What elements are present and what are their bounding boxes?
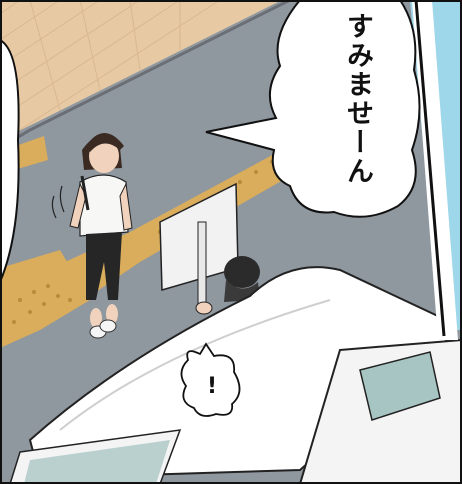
pedestrian-woman [69,133,133,339]
panel-border-line [414,0,446,337]
car [9,266,462,484]
exclamation-bubble [180,342,241,417]
exclamation-text: ! [206,374,218,399]
man-hand [195,301,213,315]
tactile-paving-lower [0,250,90,330]
partial-bubble-left [0,39,20,283]
motion-lines [51,185,65,219]
speech-bubble-text: すみませーん [342,12,373,186]
speech-bubble [205,0,421,218]
sidewalk-tile-lines [0,0,221,131]
sidewalk [0,0,282,140]
